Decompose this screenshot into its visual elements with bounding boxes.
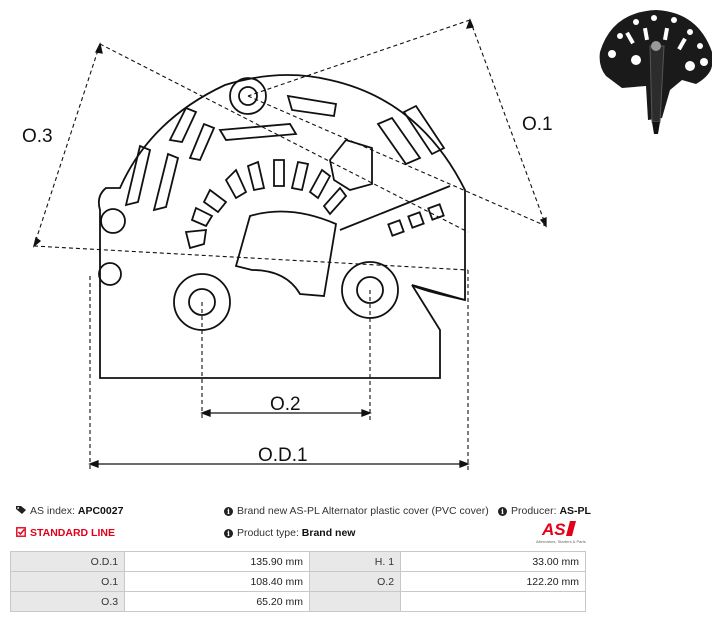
spec-label: O.3 xyxy=(9,591,126,612)
info-icon: i xyxy=(498,507,507,516)
technical-drawing: O.3 O.1 O.2 O.D.1 xyxy=(22,18,553,470)
spec-value xyxy=(400,591,586,612)
tag-icon xyxy=(16,505,26,515)
spec-value: 65.20 mm xyxy=(124,591,310,612)
label-od1: O.D.1 xyxy=(258,445,308,466)
spec-label: O.D.1 xyxy=(9,551,126,572)
label-o3: O.3 xyxy=(22,126,53,147)
info-icon: i xyxy=(224,507,233,516)
as-index-value: APC0027 xyxy=(77,505,124,517)
cover-outline xyxy=(97,74,466,379)
dimension-lines xyxy=(33,19,547,470)
spec-value: 122.20 mm xyxy=(400,571,586,592)
as-pl-logo: AS Alternators, Starters & Parts xyxy=(536,518,586,544)
producer-value: AS-PL xyxy=(559,505,591,517)
standard-line: STANDARD LINE xyxy=(16,527,115,539)
dimension-arrows xyxy=(32,18,547,468)
spec-value: 33.00 mm xyxy=(400,551,586,572)
product-photo xyxy=(599,10,712,134)
dimension-labels: O.3 O.1 O.2 O.D.1 xyxy=(22,114,553,466)
label-o1: O.1 xyxy=(522,114,553,135)
svg-text:AS: AS xyxy=(541,520,566,539)
label-o2: O.2 xyxy=(270,394,301,415)
spec-value: 108.40 mm xyxy=(124,571,310,592)
spec-label: H. 1 xyxy=(308,551,402,572)
svg-text:Alternators, Starters & Parts: Alternators, Starters & Parts xyxy=(536,539,586,544)
product-type-value: Brand new xyxy=(301,527,356,539)
spec-label xyxy=(308,591,402,612)
as-index: AS index: APC0027 xyxy=(16,505,123,517)
spec-value: 135.90 mm xyxy=(124,551,310,572)
info-icon: i xyxy=(224,529,233,538)
spec-label: O.1 xyxy=(9,571,126,592)
check-square-icon xyxy=(16,527,26,537)
spec-label: O.2 xyxy=(308,571,402,592)
